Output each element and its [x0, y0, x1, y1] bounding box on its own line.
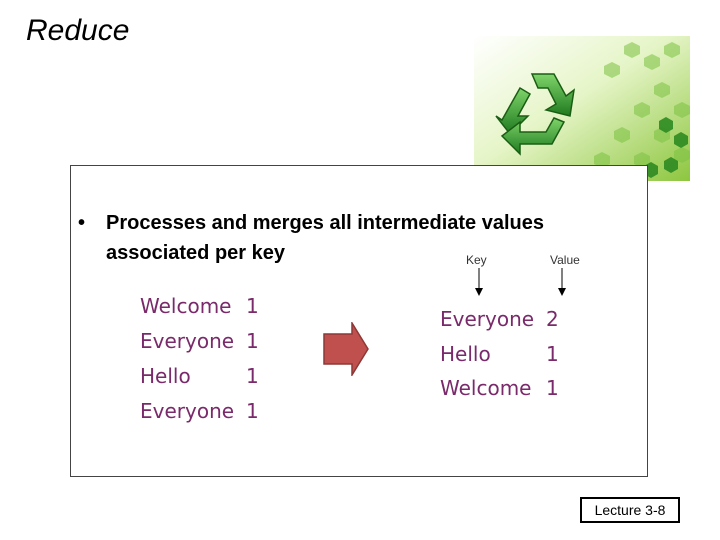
input-value: 1 [246, 329, 259, 353]
key-header: Key [466, 253, 487, 267]
input-value: 1 [246, 294, 259, 318]
header-pointer-arrows [475, 268, 566, 296]
lecture-footer: Lecture 3-8 [580, 497, 680, 523]
output-value: 1 [546, 342, 559, 366]
output-value: 1 [546, 376, 559, 400]
bullet-text: Processes and merges all intermediate va… [106, 212, 544, 264]
output-key: Welcome [440, 376, 532, 400]
input-key: Welcome [140, 294, 232, 318]
slide-title: Reduce [26, 14, 130, 47]
output-key: Everyone [440, 307, 535, 331]
input-key: Everyone [140, 399, 235, 423]
recycle-icon [474, 36, 690, 181]
value-header: Value [550, 253, 580, 267]
output-value: 2 [546, 307, 559, 331]
input-value: 1 [246, 399, 259, 423]
output-key: Hello [440, 342, 491, 366]
bullet-marker: • [78, 212, 86, 234]
content-box [70, 165, 648, 477]
right-arrow-icon [323, 322, 369, 376]
input-value: 1 [246, 364, 259, 388]
input-key: Everyone [140, 329, 235, 353]
input-key: Hello [140, 364, 191, 388]
